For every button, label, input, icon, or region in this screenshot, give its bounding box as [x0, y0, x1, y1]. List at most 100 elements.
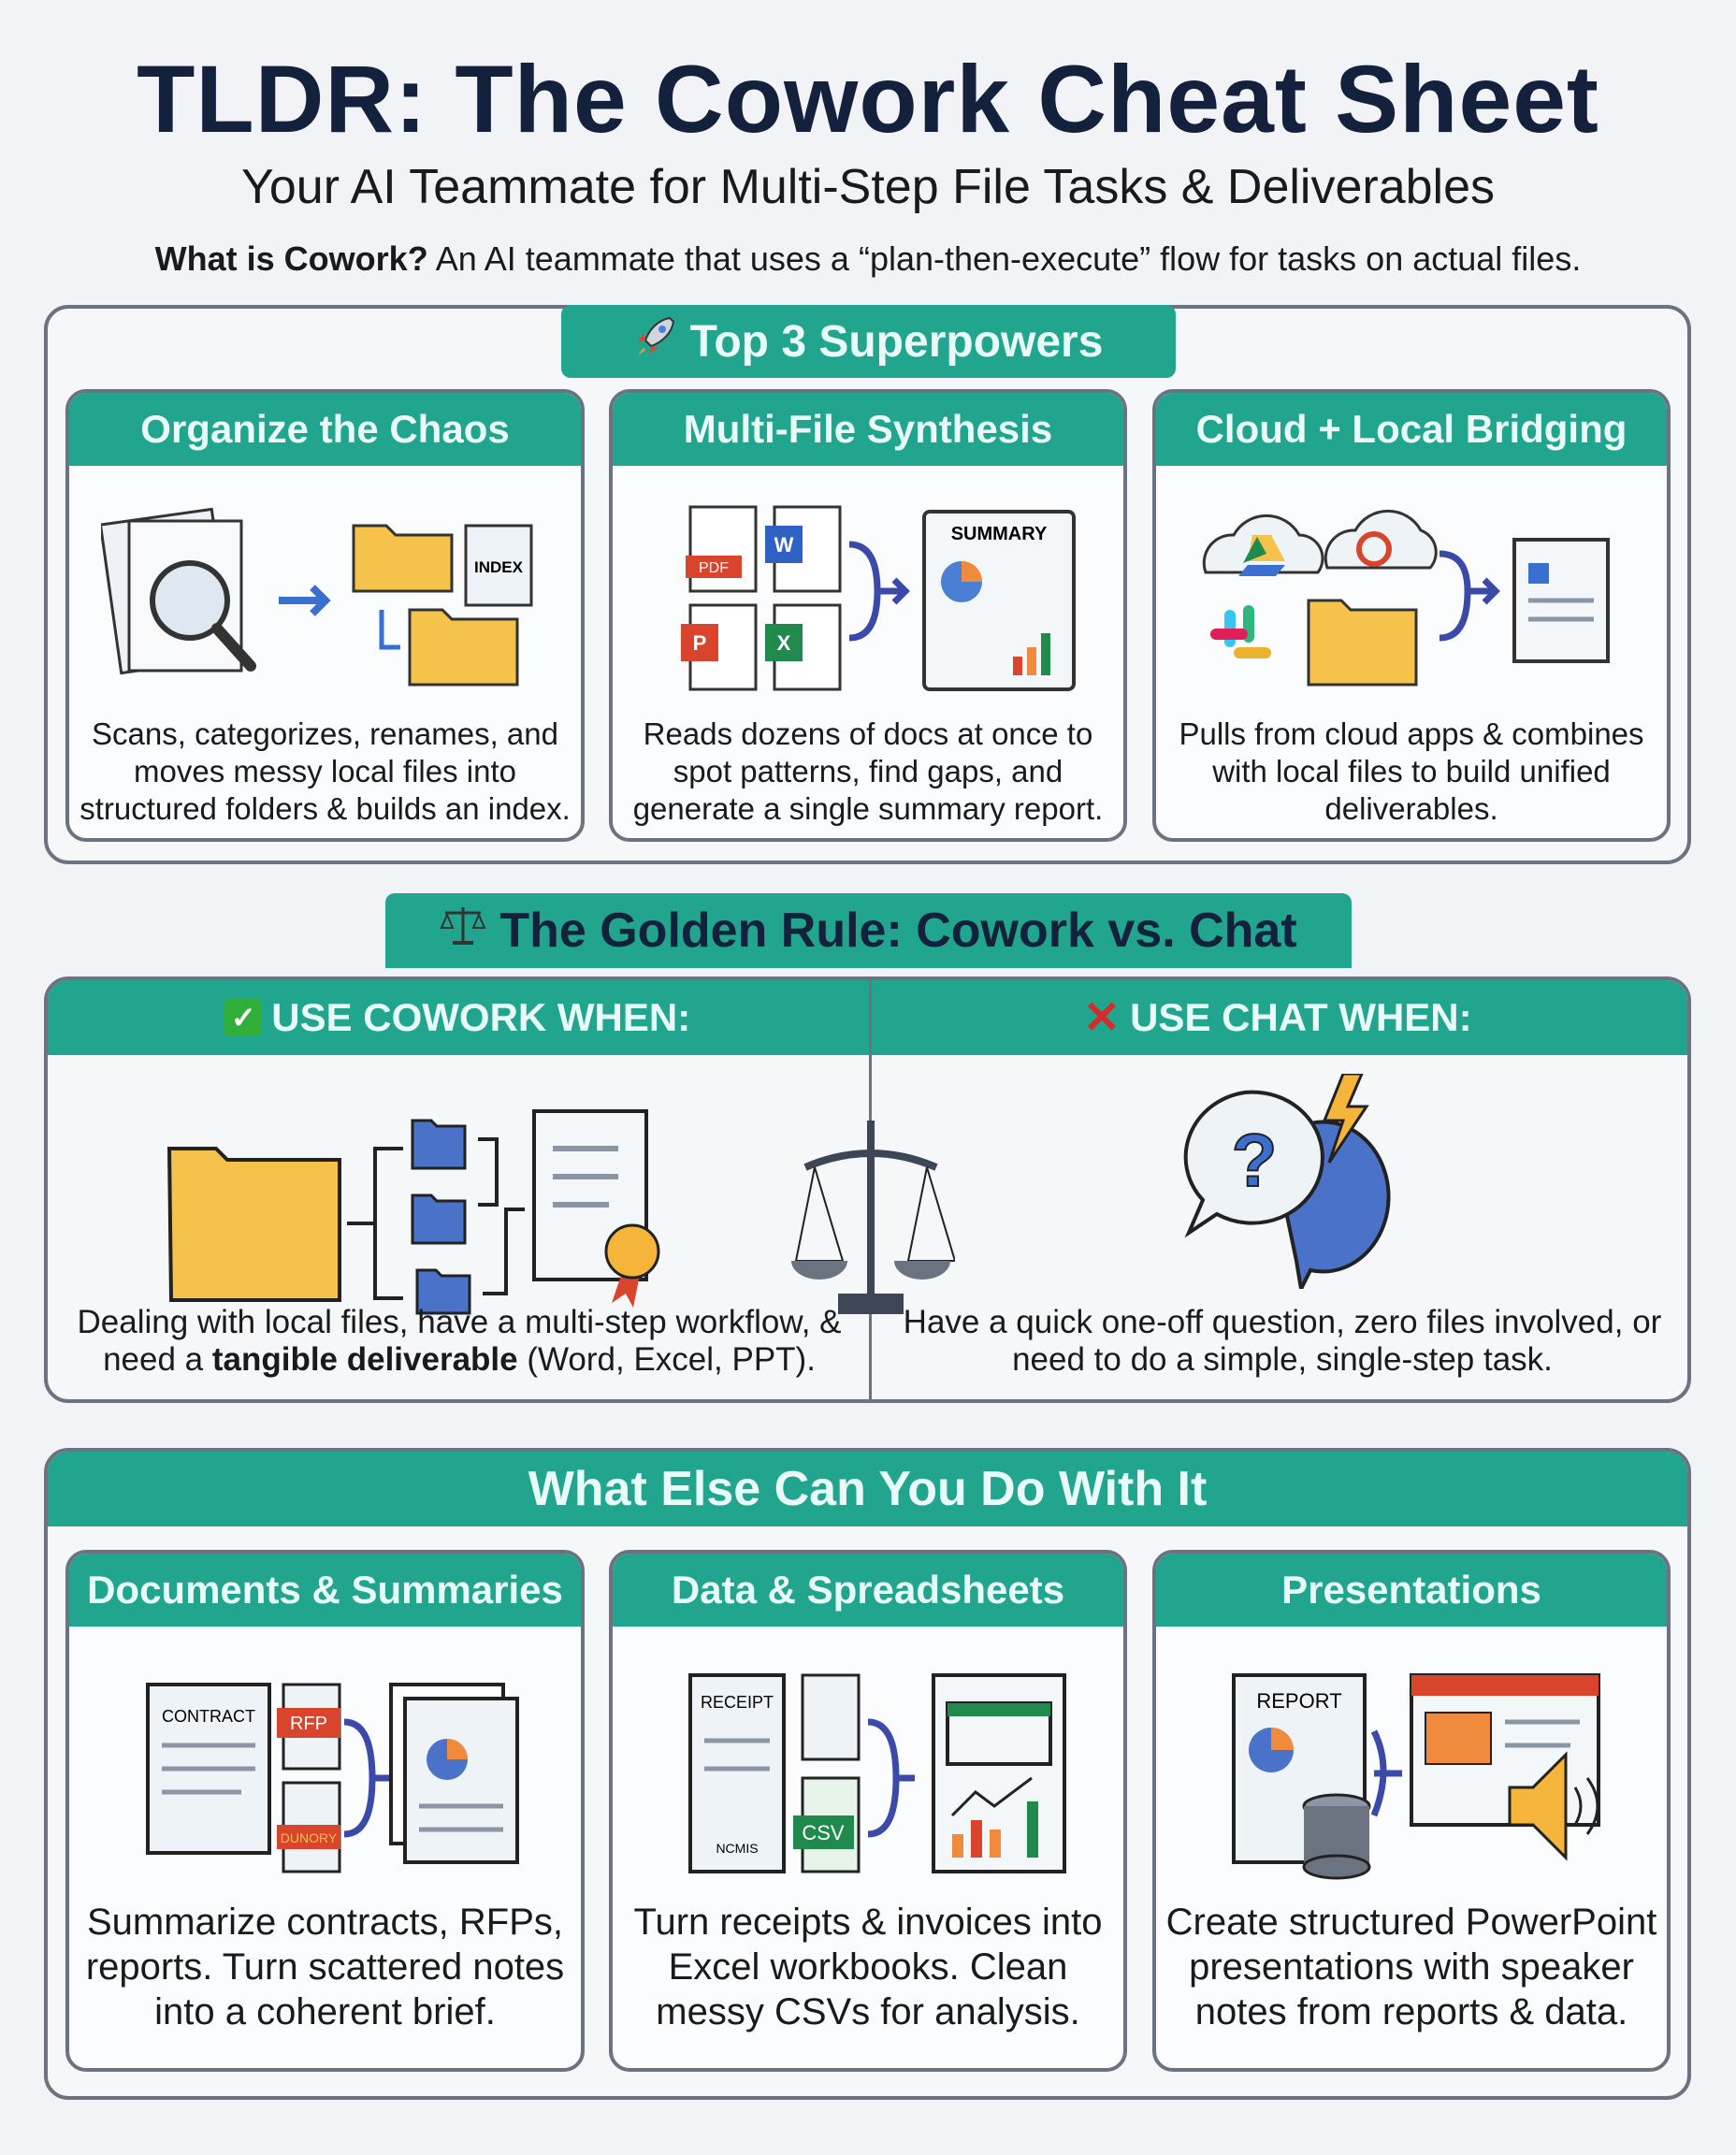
csv-icon: CSV: [793, 1776, 861, 1873]
cloud-illustration: [1156, 498, 1667, 694]
card-description: Scans, categorizes, renames, and moves m…: [80, 716, 571, 826]
documents-illustration: CONTRACT RFP DUNORY: [69, 1666, 581, 1881]
folder-icon: [408, 608, 518, 687]
folder-icon: [1307, 599, 1418, 687]
text: Dealing with local files, have a multi-s…: [77, 1304, 842, 1378]
summary-report-icon: SUMMARY: [922, 510, 1076, 691]
rfp-icon: RFP: [276, 1683, 340, 1771]
use-chat-header: ✕USE CHAT WHEN:: [868, 980, 1688, 1055]
powerpoint-icon: P: [681, 603, 758, 691]
what-is-text: An AI teammate that uses a “plan-then-ex…: [427, 239, 1582, 278]
svg-text:RFP: RFP: [290, 1714, 327, 1734]
pdf-icon: PDF: [686, 505, 758, 593]
bold-text: tangible deliverable: [211, 1341, 518, 1378]
card-title: Presentations: [1156, 1554, 1667, 1627]
page-subtitle: Your AI Teammate for Multi-Step File Tas…: [240, 160, 1496, 214]
svg-text:INDEX: INDEX: [474, 558, 524, 576]
folder-icon: [166, 1147, 341, 1302]
x-icon: ✕: [1082, 993, 1121, 1043]
card-title: Data & Spreadsheets: [613, 1554, 1123, 1627]
data-illustration: RECEIPT NCMIS CSV: [613, 1666, 1123, 1881]
merge-arrow-icon: [867, 1718, 915, 1838]
golden-rule-panel: ✓USE COWORK WHEN: ✕USE CHAT WHEN: ? Deal…: [44, 976, 1691, 1403]
check-icon: ✓: [224, 999, 263, 1036]
svg-text:SUMMARY: SUMMARY: [951, 524, 1048, 544]
notes-icon: DUNORY: [276, 1781, 340, 1873]
card-data: Data & Spreadsheets RECEIPT NCMIS CSV Tur…: [609, 1550, 1127, 2072]
superpowers-badge: Top 3 Superpowers: [561, 305, 1176, 378]
what-is-label: What is Cowork?: [154, 239, 428, 278]
presentations-illustration: REPORT: [1156, 1666, 1667, 1881]
use-cowork-description: Dealing with local files, have a multi-s…: [57, 1304, 861, 1379]
card-title: Documents & Summaries: [69, 1554, 581, 1627]
word-icon: W: [765, 505, 842, 593]
brief-stack-icon: [388, 1683, 519, 1864]
synthesis-illustration: PDF W P X SUMMARY: [613, 498, 1123, 694]
invoice-icon: [801, 1673, 861, 1761]
folder-icon: [352, 524, 453, 593]
page-title: TLDR: The Cowork Cheat Sheet: [137, 46, 1599, 152]
rocket-icon: [634, 314, 677, 369]
svg-text:X: X: [777, 631, 791, 655]
svg-text:CONTRACT: CONTRACT: [162, 1707, 255, 1726]
card-description: Turn receipts & invoices into Excel work…: [633, 1902, 1103, 2032]
use-cowork-header: ✓USE COWORK WHEN:: [48, 980, 868, 1055]
document-icon: [1512, 538, 1610, 663]
what-else-title: What Else Can You Do With It: [48, 1452, 1687, 1526]
what-is-cowork: What is Cowork? An AI teammate that uses…: [0, 239, 1736, 279]
merge-arrow-icon: [848, 541, 910, 642]
svg-text:REPORT: REPORT: [1256, 1689, 1341, 1713]
slack-icon: [1210, 605, 1271, 658]
card-presentations: Presentations REPORT Create structured P…: [1152, 1550, 1671, 2072]
svg-text:PDF: PDF: [699, 560, 729, 576]
card-synthesis: Multi-File Synthesis PDF W P X SUMMARY R…: [609, 389, 1127, 842]
svg-text:?: ?: [1232, 1119, 1278, 1202]
golden-rule-title: The Golden Rule: Cowork vs. Chat: [499, 904, 1297, 958]
use-cowork-title: USE COWORK WHEN:: [271, 995, 691, 1039]
organize-illustration: INDEX: [69, 498, 581, 694]
card-description: Pulls from cloud apps & combines with lo…: [1179, 716, 1644, 826]
speaker-icon: [1508, 1751, 1599, 1861]
blue-folder-icon: [411, 1119, 471, 1315]
card-title: Organize the Chaos: [69, 393, 581, 466]
workflow-illustration: [166, 1109, 660, 1315]
merge-arrow-icon: [343, 1718, 391, 1838]
arrow-icon: [1370, 1729, 1402, 1817]
slide-window-icon: [1410, 1673, 1600, 1827]
svg-text:CSV: CSV: [802, 1821, 845, 1844]
question-chat-icon: ?: [1183, 1074, 1391, 1289]
contract-icon: CONTRACT: [145, 1683, 271, 1855]
golden-rule-badge: The Golden Rule: Cowork vs. Chat: [385, 893, 1352, 968]
arrow-icon: [278, 585, 331, 616]
card-title: Cloud + Local Bridging: [1156, 393, 1667, 466]
google-cloud-icon: [1324, 509, 1438, 570]
card-cloud: Cloud + Local Bridging Pulls from cloud …: [1152, 389, 1671, 842]
documents-magnifier-icon: [100, 507, 256, 675]
text: (Word, Excel, PPT).: [517, 1341, 816, 1378]
report-icon: REPORT: [1232, 1673, 1367, 1864]
use-chat-title: USE CHAT WHEN:: [1130, 995, 1472, 1039]
superpowers-title: Top 3 Superpowers: [689, 316, 1104, 367]
use-chat-description: Have a quick one-off question, zero file…: [903, 1304, 1662, 1378]
merge-arrow-icon: [1439, 550, 1500, 642]
google-drive-cloud-icon: [1202, 513, 1324, 576]
excel-icon: X: [765, 603, 842, 691]
card-description: Reads dozens of docs at once to spot pat…: [632, 716, 1104, 826]
card-description: Create structured PowerPoint presentatio…: [1165, 1902, 1657, 2032]
svg-text:P: P: [693, 631, 707, 655]
receipt-icon: RECEIPT NCMIS: [688, 1673, 786, 1873]
svg-text:DUNORY: DUNORY: [280, 1830, 337, 1845]
svg-text:RECEIPT: RECEIPT: [701, 1693, 774, 1712]
svg-text:NCMIS: NCMIS: [716, 1841, 758, 1856]
spreadsheet-chart-icon: [932, 1673, 1066, 1873]
card-documents: Documents & Summaries CONTRACT RFP DUNOR…: [65, 1550, 585, 2072]
scales-icon: [440, 903, 486, 959]
certificate-document-icon: [532, 1109, 660, 1308]
balance-scale-icon: [791, 1121, 955, 1314]
svg-text:W: W: [774, 533, 794, 557]
card-organize: Organize the Chaos INDEX Scans, categori…: [65, 389, 585, 842]
card-description: Summarize contracts, RFPs, reports. Turn…: [85, 1902, 565, 2032]
index-doc-icon: INDEX: [464, 524, 532, 607]
database-icon: [1302, 1793, 1371, 1880]
card-title: Multi-File Synthesis: [613, 393, 1123, 466]
